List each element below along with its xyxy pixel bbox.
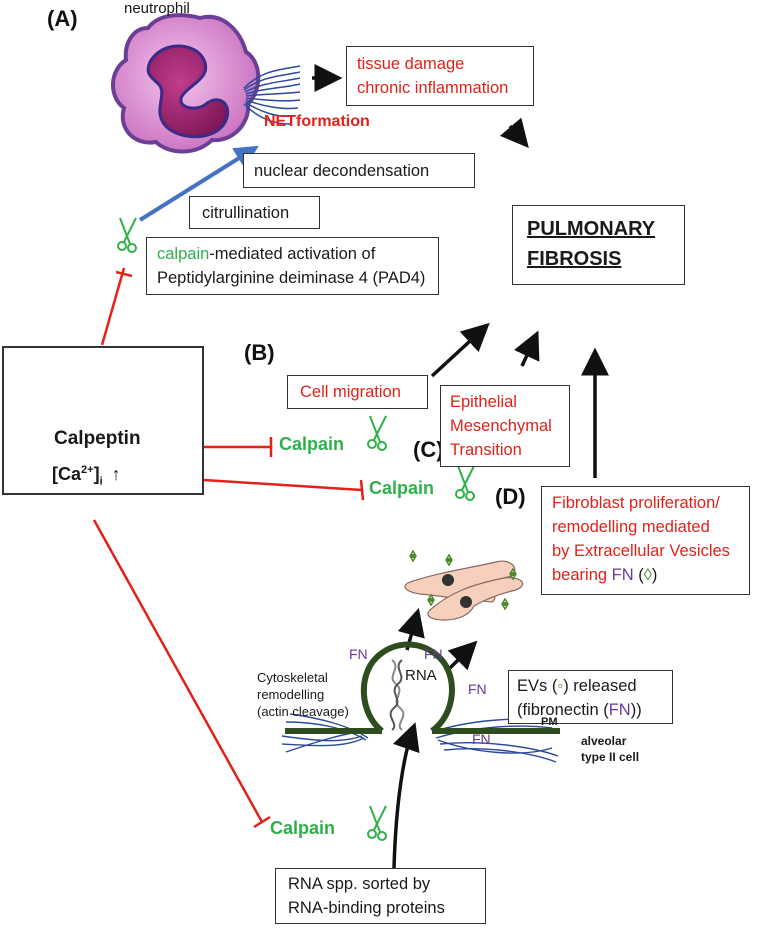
- evs-fn: FN: [608, 701, 631, 719]
- evs-line1: EVs (◦) released: [517, 674, 664, 698]
- inhibition-lines: [92, 267, 365, 829]
- scissors-icon: [367, 415, 387, 451]
- pad4-line1: calpain-mediated activation of: [157, 242, 428, 266]
- net-formation-label: NETformation: [264, 113, 370, 130]
- ev-marker-icon: ◊: [643, 566, 652, 584]
- evs-line2: (fibronectin (FN)): [517, 698, 664, 722]
- rna-sorting-line2: RNA-binding proteins: [288, 899, 445, 917]
- ca-charge: 2+: [81, 464, 94, 476]
- calpain-label-c: Calpain: [369, 478, 435, 498]
- tissue-damage-box: tissue damage chronic inflammation: [346, 46, 534, 106]
- fibroblast-box: Fibroblast proliferation/ remodelling me…: [541, 486, 750, 595]
- fn-label: FN: [349, 646, 368, 662]
- ca-base: [Ca: [52, 464, 82, 484]
- pulmonary-fibrosis-box: PULMONARY FIBROSIS: [512, 205, 685, 285]
- fibroblast-line4-pre: bearing: [552, 566, 612, 584]
- calpeptin-box: Calpeptin [Ca2+]i ↑: [2, 346, 204, 495]
- pad4-box: calpain-mediated activation of Peptidyla…: [146, 237, 439, 295]
- pad4-line1-rest: -mediated activation of: [209, 245, 376, 263]
- fibroblast-line2: remodelling mediated: [552, 518, 710, 536]
- alveolar-line1: alveolar: [581, 734, 627, 748]
- up-arrow-icon: ↑: [111, 464, 121, 484]
- neutrophil-cell: [110, 13, 261, 154]
- alveolar-line2: type II cell: [581, 750, 640, 764]
- rna-label: RNA: [405, 667, 437, 684]
- fibroblast-line4-post: (: [633, 566, 644, 584]
- calpain-word: calpain: [157, 245, 210, 263]
- evs-line2-pre: (fibronectin (: [517, 701, 609, 719]
- blue-arrow: [138, 145, 259, 222]
- scissors-icon: [367, 805, 387, 841]
- ca-subscript: i: [99, 475, 103, 488]
- panel-label-c: (C): [413, 437, 444, 462]
- cytoskeletal-line1: Cytoskeletal: [257, 670, 328, 685]
- emt-line1: Epithelial: [450, 393, 517, 411]
- fn-label: FN: [472, 731, 491, 747]
- fibrosis-line1: PULMONARY: [527, 218, 656, 240]
- net-fibers: [243, 65, 301, 125]
- scissors-icon: [455, 465, 475, 501]
- fibroblast-line3: by Extracellular Vesicles: [552, 542, 730, 560]
- ev-markers: [409, 549, 517, 611]
- fibroblast-line4: bearing FN (◊): [552, 563, 739, 587]
- alveolar-label: alveolar type II cell: [581, 733, 639, 765]
- calpain-label-b: Calpain: [279, 434, 345, 454]
- fibroblast-fn: FN: [611, 566, 634, 584]
- black-arrows: [312, 64, 609, 869]
- scissors-icon: [117, 217, 137, 253]
- calcium-label: [Ca2+]i ↑: [52, 464, 121, 488]
- tissue-damage-line2: chronic inflammation: [357, 79, 509, 97]
- calpeptin-name: Calpeptin: [54, 428, 141, 449]
- fibroblast-line4-end: ): [651, 566, 658, 584]
- ca-close: ]: [93, 464, 100, 484]
- fn-label: FN: [424, 646, 443, 662]
- fibroblast-cells: [404, 560, 524, 621]
- calpain-label-bottom: Calpain: [270, 818, 336, 838]
- emt-box: Epithelial Mesenchymal Transition: [440, 385, 570, 467]
- fibrosis-line2: FIBROSIS: [527, 248, 622, 270]
- citrullination-box: citrullination: [189, 196, 320, 229]
- pm-label: PM: [541, 716, 558, 728]
- evs-line2-post: )): [630, 701, 642, 719]
- panel-label-d: (D): [495, 484, 526, 509]
- fn-label: FN: [468, 681, 487, 697]
- rna-strand: [389, 659, 405, 731]
- cytoskeletal-line2: remodelling: [257, 687, 325, 702]
- rna-sorting-box: RNA spp. sorted by RNA-binding proteins: [275, 868, 486, 924]
- cell-migration-box: Cell migration: [287, 375, 428, 409]
- panel-label-a: (A): [47, 6, 78, 31]
- rna-sorting-line1: RNA spp. sorted by: [288, 875, 431, 893]
- nuclear-decondensation-box: nuclear decondensation: [243, 153, 475, 188]
- fibroblast-line1: Fibroblast proliferation/: [552, 494, 720, 512]
- evs-line1-post: ) released: [563, 677, 637, 695]
- cytoskeletal-line3: (actin cleavage): [257, 704, 349, 719]
- evs-line1-pre: EVs (: [517, 677, 558, 695]
- emt-line3: Transition: [450, 441, 522, 459]
- neutrophil-label: neutrophil: [124, 0, 190, 17]
- ev-dot-icon: ◦: [557, 677, 564, 695]
- panel-label-b: (B): [244, 340, 275, 365]
- cytoskeletal-label: Cytoskeletal remodelling (actin cleavage…: [257, 669, 349, 720]
- evs-box: EVs (◦) released (fibronectin (FN)): [508, 670, 673, 724]
- plasma-membrane: [285, 641, 560, 734]
- tissue-damage-line1: tissue damage: [357, 55, 465, 73]
- emt-line2: Mesenchymal: [450, 417, 552, 435]
- pad4-line2: Peptidylarginine deiminase 4 (PAD4): [157, 269, 426, 287]
